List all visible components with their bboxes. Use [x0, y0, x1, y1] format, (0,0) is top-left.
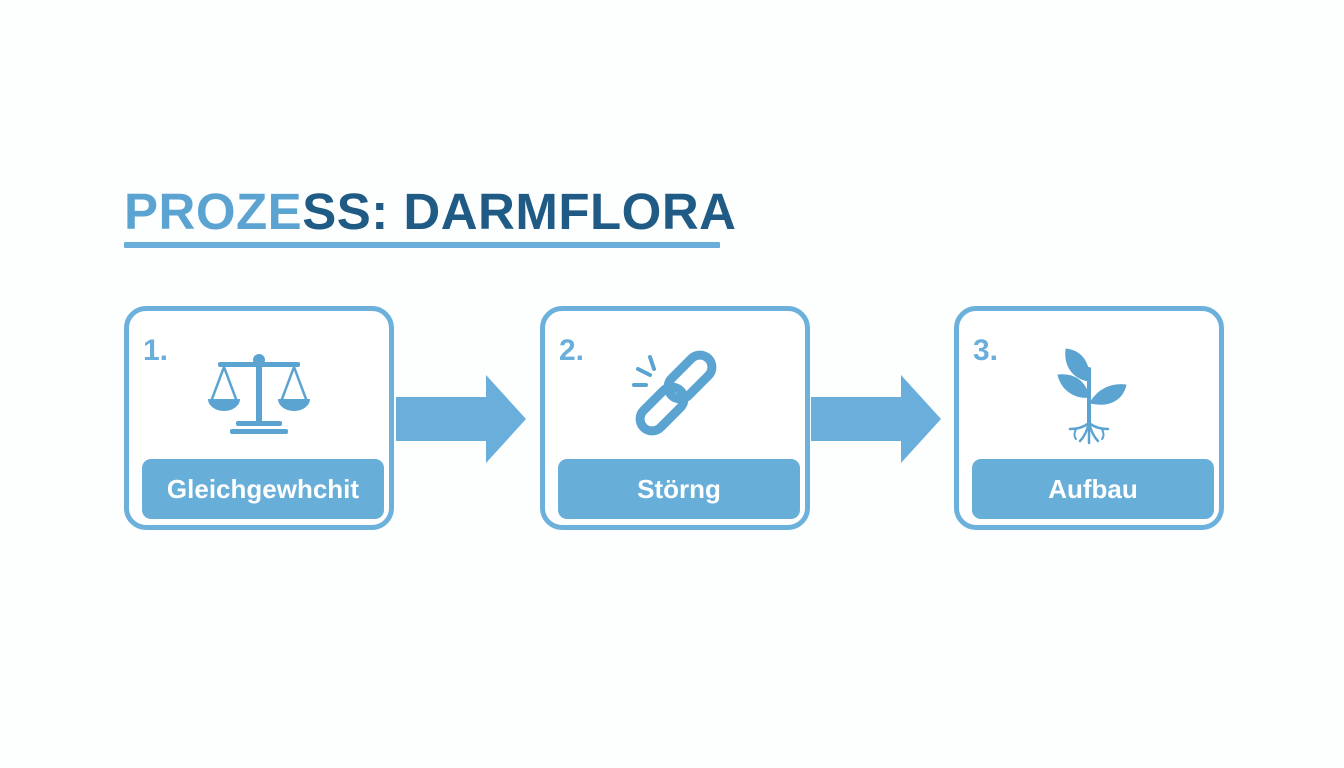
step-3-box: 3. Aufbau: [954, 306, 1224, 530]
page-title: PROZESS: DARMFLORA: [124, 184, 737, 240]
step-1-box: 1. Gleichgewhchit: [124, 306, 394, 530]
step-2-box: 2. Störng: [540, 306, 810, 530]
title-part-dark: SS: DARMFLORA: [302, 183, 737, 240]
balance-scale-icon: [204, 339, 314, 449]
broken-chain-icon: [620, 339, 730, 449]
step-3-number: 3.: [973, 334, 999, 367]
step-3-label: Aufbau: [972, 459, 1214, 519]
title-part-light: PROZE: [124, 183, 303, 240]
title-underline: [124, 242, 720, 248]
step-2-label: Störng: [558, 459, 800, 519]
step-1-number: 1.: [143, 334, 169, 367]
step-1-label: Gleichgewhchit: [142, 459, 384, 519]
arrow-right-icon: [811, 375, 941, 463]
step-2-number: 2.: [559, 334, 585, 367]
arrow-right-icon: [396, 375, 526, 463]
sprout-icon: [1034, 339, 1144, 449]
